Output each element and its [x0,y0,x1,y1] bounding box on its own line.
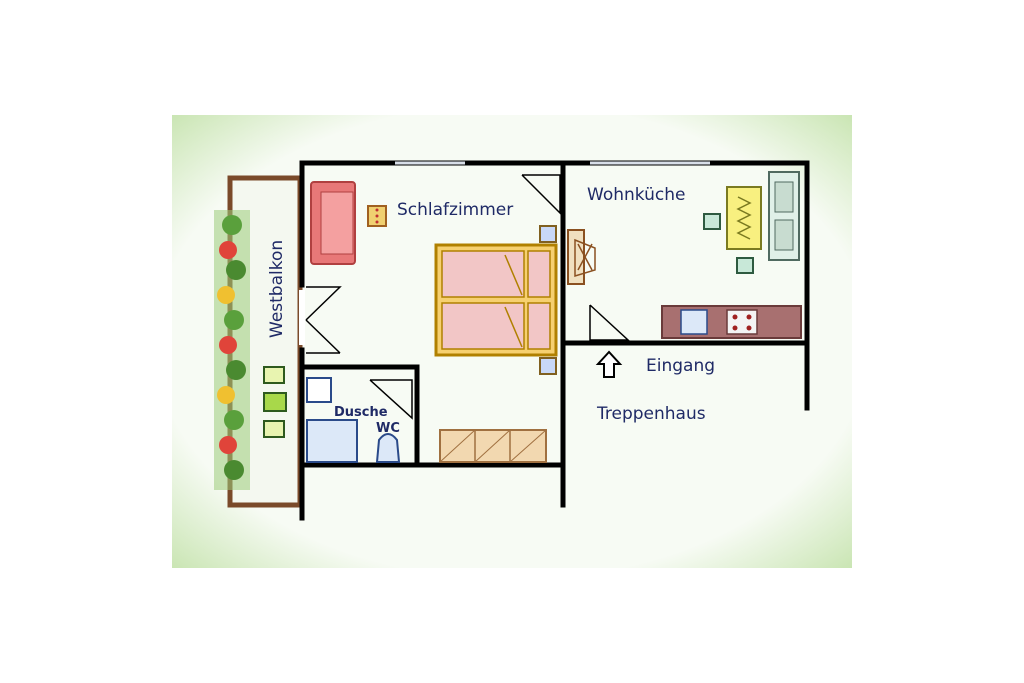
stove-icon [726,309,758,335]
dining-chair [703,213,721,230]
balcony-table [263,392,287,412]
entrance-arrow-icon [595,350,623,378]
westbalkon-balcony [214,175,303,508]
washbasin [306,377,332,403]
label-eingang: Eingang [646,356,715,376]
balcony-chair [263,420,285,438]
label-wc: WC [376,421,400,436]
label-dusche: Dusche [334,405,388,420]
bedside-lamp [539,225,557,243]
dining-chair [736,257,754,274]
tv-cabinet [567,229,585,285]
toilet [375,433,401,463]
label-schlafzimmer: Schlafzimmer [397,200,513,220]
sink-icon [680,309,708,335]
wardrobe [439,429,547,463]
label-westbalkon: Westbalkon [267,240,287,338]
bedside-lamp [539,357,557,375]
tv-icon [574,238,596,278]
balcony-chair [263,366,285,384]
flower-planter [214,210,250,490]
kitchen-counter [661,305,802,339]
sofa [310,181,356,265]
dining-table [726,186,762,250]
label-treppenhaus: Treppenhaus [596,404,706,424]
cupboard [768,171,800,261]
double-bed [434,243,558,357]
label-wohnkueche: Wohnküche [587,185,685,205]
door-swing [305,174,630,420]
shower-tray [306,419,358,463]
walls [299,160,810,521]
